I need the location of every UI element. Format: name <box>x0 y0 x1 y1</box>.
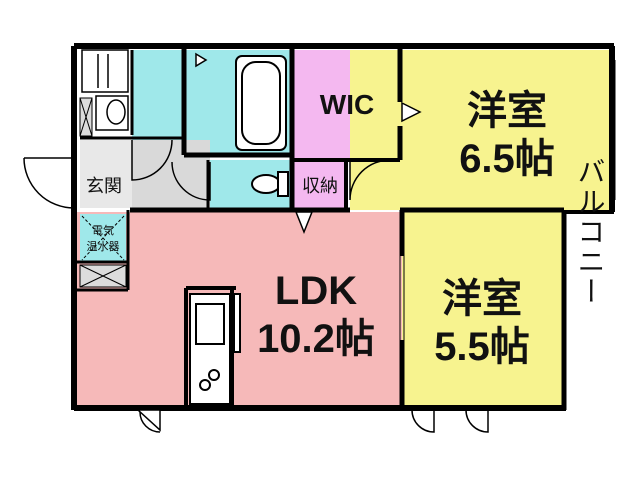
western-room-1-cut <box>350 50 402 158</box>
windows <box>190 60 616 400</box>
wash-area <box>132 50 184 140</box>
western-room-1-label: 洋室 <box>467 89 547 133</box>
water-heater-marks <box>81 215 125 261</box>
walls <box>71 43 615 411</box>
bathtub-icon <box>235 55 287 151</box>
doors <box>23 52 489 433</box>
western-room-2 <box>402 212 562 406</box>
shoe-cabinet-icon <box>79 97 127 288</box>
toilet-icon <box>251 171 289 197</box>
kitchen-counter-icon <box>189 293 241 405</box>
balcony-label: バルコニー <box>575 157 606 307</box>
washing-machine-icon <box>81 49 129 93</box>
western-room-2-size: 5.5帖 <box>434 325 530 369</box>
entrance-label: 玄関 <box>86 176 122 196</box>
wic-label: WIC <box>320 89 374 120</box>
entrance-floor <box>80 140 132 208</box>
water-heater-label-1: 電気 <box>92 223 114 237</box>
water-heater-label-2: 温水器 <box>87 240 120 253</box>
western-room-1-size: 6.5帖 <box>459 137 555 181</box>
storage-room <box>294 160 344 208</box>
western-room-2-label: 洋室 <box>442 277 522 321</box>
ldk-label: LDK <box>275 269 357 313</box>
storage-label: 収納 <box>302 176 338 196</box>
ldk-size: 10.2帖 <box>257 317 375 361</box>
washbasin-icon <box>95 95 129 131</box>
